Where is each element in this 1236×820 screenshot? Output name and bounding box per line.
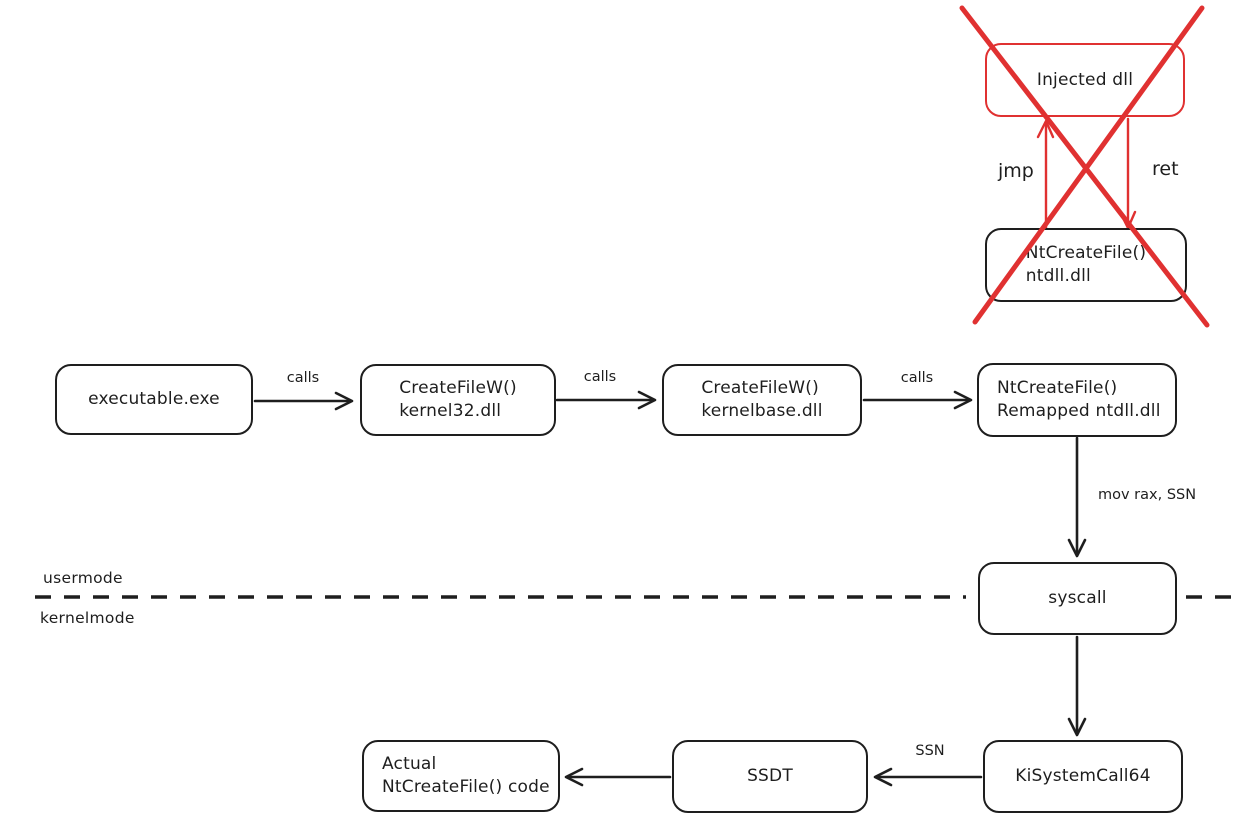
arrowhead-left-2: [564, 767, 584, 787]
kernelmode-label: kernelmode: [40, 609, 135, 627]
kernel32-box-line1: CreateFileW(): [399, 378, 517, 399]
arrowhead-right-1: [334, 391, 354, 411]
kernel32-box: CreateFileW() kernel32.dll: [360, 364, 556, 436]
ntdll-box-line2: ntdll.dll: [1025, 266, 1091, 286]
arrowhead-down-2: [1067, 717, 1087, 737]
syscall-label: syscall: [1048, 588, 1107, 609]
remapped-ntdll-box: NtCreateFile() Remapped ntdll.dll: [977, 363, 1177, 437]
remapped-ntdll-box-line2: Remapped ntdll.dll: [997, 401, 1161, 421]
calls-label-1: calls: [286, 370, 320, 386]
ntdll-box: NtCreateFile() ntdll.dll: [985, 228, 1187, 302]
calls-label-2: calls: [583, 369, 617, 385]
ssdt-box: SSDT: [672, 740, 868, 813]
executable-label: executable.exe: [88, 389, 220, 410]
executable-box: executable.exe: [55, 364, 253, 435]
ntdll-box-line1: NtCreateFile(): [1025, 243, 1147, 264]
actual-ntcreatefile-box-line2: NtCreateFile() code: [382, 777, 550, 797]
calls-label-3: calls: [900, 370, 934, 386]
arrowhead-right-3: [953, 390, 973, 410]
kernel32-box-text: CreateFileW() kernel32.dll: [399, 377, 517, 423]
ssn-label: SSN: [915, 743, 945, 759]
arrowhead-left-1: [873, 767, 893, 787]
injected-dll-label: Injected dll: [1036, 69, 1134, 90]
usermode-label: usermode: [43, 569, 123, 587]
actual-ntcreatefile-box-text: Actual NtCreateFile() code: [382, 753, 550, 799]
mov-rax-ssn-label: mov rax, SSN: [1098, 487, 1197, 503]
ret-label: ret: [1152, 158, 1179, 180]
jmp-label: jmp: [998, 160, 1034, 182]
kernelbase-box: CreateFileW() kernelbase.dll: [662, 364, 862, 436]
kernelbase-box-text: CreateFileW() kernelbase.dll: [701, 377, 822, 423]
arrowhead-down-1: [1067, 538, 1087, 558]
arrowhead-right-2: [637, 390, 657, 410]
actual-ntcreatefile-box: Actual NtCreateFile() code: [362, 740, 560, 812]
arrowhead-up-jmp: [1036, 119, 1055, 139]
ssdt-label: SSDT: [747, 766, 793, 787]
arrowhead-down-ret: [1118, 210, 1137, 230]
kisystemcall-label: KiSystemCall64: [1015, 766, 1151, 787]
kernelbase-box-line1: CreateFileW(): [701, 378, 819, 399]
remapped-ntdll-box-text: NtCreateFile() Remapped ntdll.dll: [997, 377, 1161, 423]
syscall-box: syscall: [978, 562, 1177, 635]
remapped-ntdll-box-line1: NtCreateFile(): [997, 378, 1118, 399]
injected-dll-box: Injected dll: [985, 43, 1185, 117]
ntdll-box-text: NtCreateFile() ntdll.dll: [1026, 242, 1146, 288]
kernelbase-box-line2: kernelbase.dll: [701, 401, 823, 421]
kisystemcall-box: KiSystemCall64: [983, 740, 1183, 813]
actual-ntcreatefile-box-line1: Actual: [382, 754, 437, 775]
kernel32-box-line2: kernel32.dll: [399, 401, 502, 421]
